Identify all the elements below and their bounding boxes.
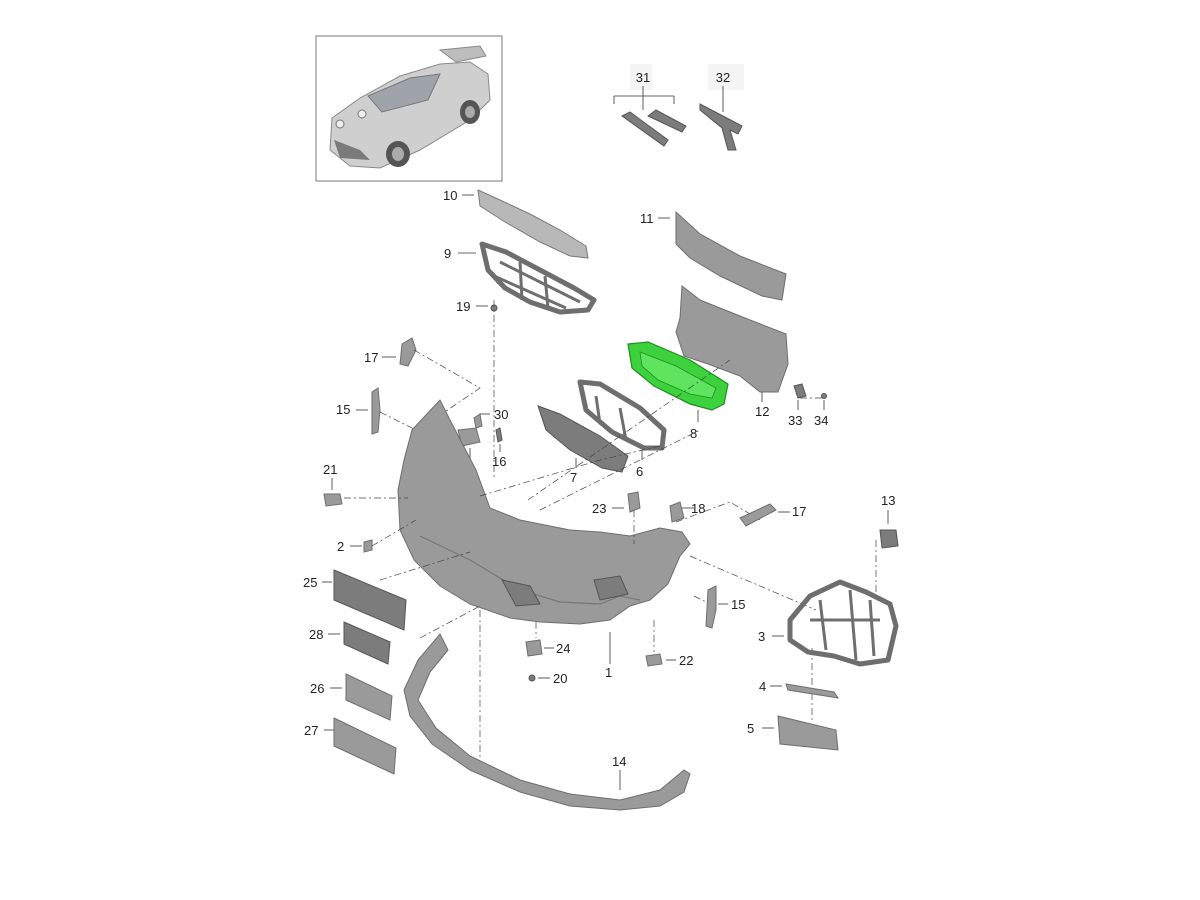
label-1: 1 — [605, 665, 612, 680]
label-16: 16 — [492, 454, 506, 469]
part-17-bracket-left[interactable]: 17 — [364, 337, 481, 431]
part-10-foam-strip[interactable]: 10 — [443, 188, 589, 259]
part-23-bracket[interactable]: 23 — [592, 491, 641, 516]
label-15-left: 15 — [336, 402, 350, 417]
label-11: 11 — [640, 211, 654, 226]
car-thumbnail — [315, 35, 503, 182]
label-23: 23 — [592, 501, 606, 516]
part-30-clip[interactable]: 30 — [473, 407, 508, 429]
part-15-guide-left[interactable]: 15 — [336, 387, 421, 435]
part-12-air-duct[interactable]: 12 — [675, 285, 789, 419]
label-18: 18 — [691, 501, 705, 516]
label-33: 33 — [788, 413, 802, 428]
label-32: 32 — [716, 70, 730, 85]
part-18-bracket[interactable]: 18 — [669, 501, 705, 523]
part-11-upper-cover[interactable]: 11 — [640, 210, 787, 301]
part-3-carrier[interactable]: 3 — [758, 579, 899, 667]
label-5: 5 — [747, 721, 754, 736]
part-31-sealant[interactable]: 31 — [613, 64, 687, 147]
label-31: 31 — [636, 70, 650, 85]
part-2-plug[interactable]: 2 — [337, 519, 417, 554]
part-1-bumper-cover[interactable]: 1 — [397, 399, 691, 680]
part-32-applicator-gun[interactable]: 32 — [699, 64, 744, 151]
label-30: 30 — [494, 407, 508, 422]
part-7-grille[interactable]: 7 — [537, 405, 629, 485]
label-24: 24 — [556, 641, 570, 656]
label-28: 28 — [309, 627, 323, 642]
part-4-strip[interactable]: 4 — [759, 679, 840, 699]
part-16-screw[interactable]: 16 — [492, 427, 506, 469]
car-thumbnail-image — [329, 45, 491, 169]
part-20-screw[interactable]: 20 — [528, 671, 567, 686]
label-34: 34 — [814, 413, 828, 428]
part-33-bolt[interactable]: 33 — [788, 383, 807, 428]
label-13: 13 — [881, 493, 895, 508]
part-26-plate[interactable]: 26 — [310, 673, 393, 721]
label-3: 3 — [758, 629, 765, 644]
part-9-grille-frame[interactable]: 9 — [444, 241, 597, 315]
label-4: 4 — [759, 679, 766, 694]
part-21-sensor-holder[interactable]: 21 — [323, 462, 343, 507]
label-26: 26 — [310, 681, 324, 696]
part-28-plate[interactable]: 28 — [309, 621, 391, 665]
label-27: 27 — [304, 723, 318, 738]
part-15-guide-right[interactable]: 15 — [705, 585, 745, 629]
label-10: 10 — [443, 188, 457, 203]
label-2: 2 — [337, 539, 344, 554]
part-19-screw[interactable]: 19 — [456, 299, 498, 480]
part-17-bracket-right[interactable]: 17 — [739, 503, 806, 527]
label-7: 7 — [570, 470, 577, 485]
part-25-plate[interactable]: 25 — [303, 569, 407, 631]
part-24-bracket[interactable]: 24 — [525, 639, 570, 657]
label-6: 6 — [636, 464, 643, 479]
label-22: 22 — [679, 653, 693, 668]
part-5-cover[interactable]: 5 — [747, 715, 839, 751]
label-20: 20 — [553, 671, 567, 686]
label-19: 19 — [456, 299, 470, 314]
part-14-front-spoiler[interactable]: 14 — [403, 633, 691, 811]
label-25: 25 — [303, 575, 317, 590]
part-27-plate[interactable]: 27 — [304, 717, 397, 775]
label-15-right: 15 — [731, 597, 745, 612]
label-17-left: 17 — [364, 350, 378, 365]
part-6-grille-frame[interactable]: 6 — [577, 379, 667, 479]
assembly-lines — [344, 359, 877, 760]
label-12: 12 — [755, 404, 769, 419]
part-22-cap[interactable]: 22 — [645, 653, 693, 668]
part-13-damper[interactable]: 13 — [879, 493, 899, 549]
part-34-nut[interactable]: 34 — [814, 393, 828, 429]
part-8-air-guide-highlighted[interactable]: 8 — [627, 341, 729, 441]
label-14: 14 — [612, 754, 626, 769]
label-17-right: 17 — [792, 504, 806, 519]
label-9: 9 — [444, 246, 451, 261]
label-21: 21 — [323, 462, 337, 477]
